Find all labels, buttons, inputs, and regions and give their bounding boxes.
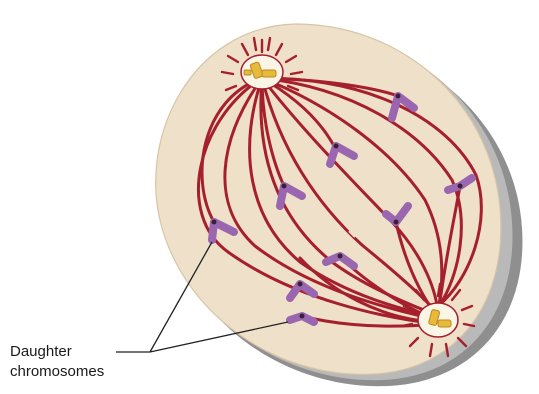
label-line-2: chromosomes: [10, 362, 104, 382]
cell: [156, 24, 523, 386]
centrosome-icon: [241, 55, 283, 89]
daughter-chromosomes-label: Daughter chromosomes: [10, 342, 104, 382]
label-line-1: Daughter: [10, 342, 104, 362]
centrosome-icon: [418, 303, 458, 337]
